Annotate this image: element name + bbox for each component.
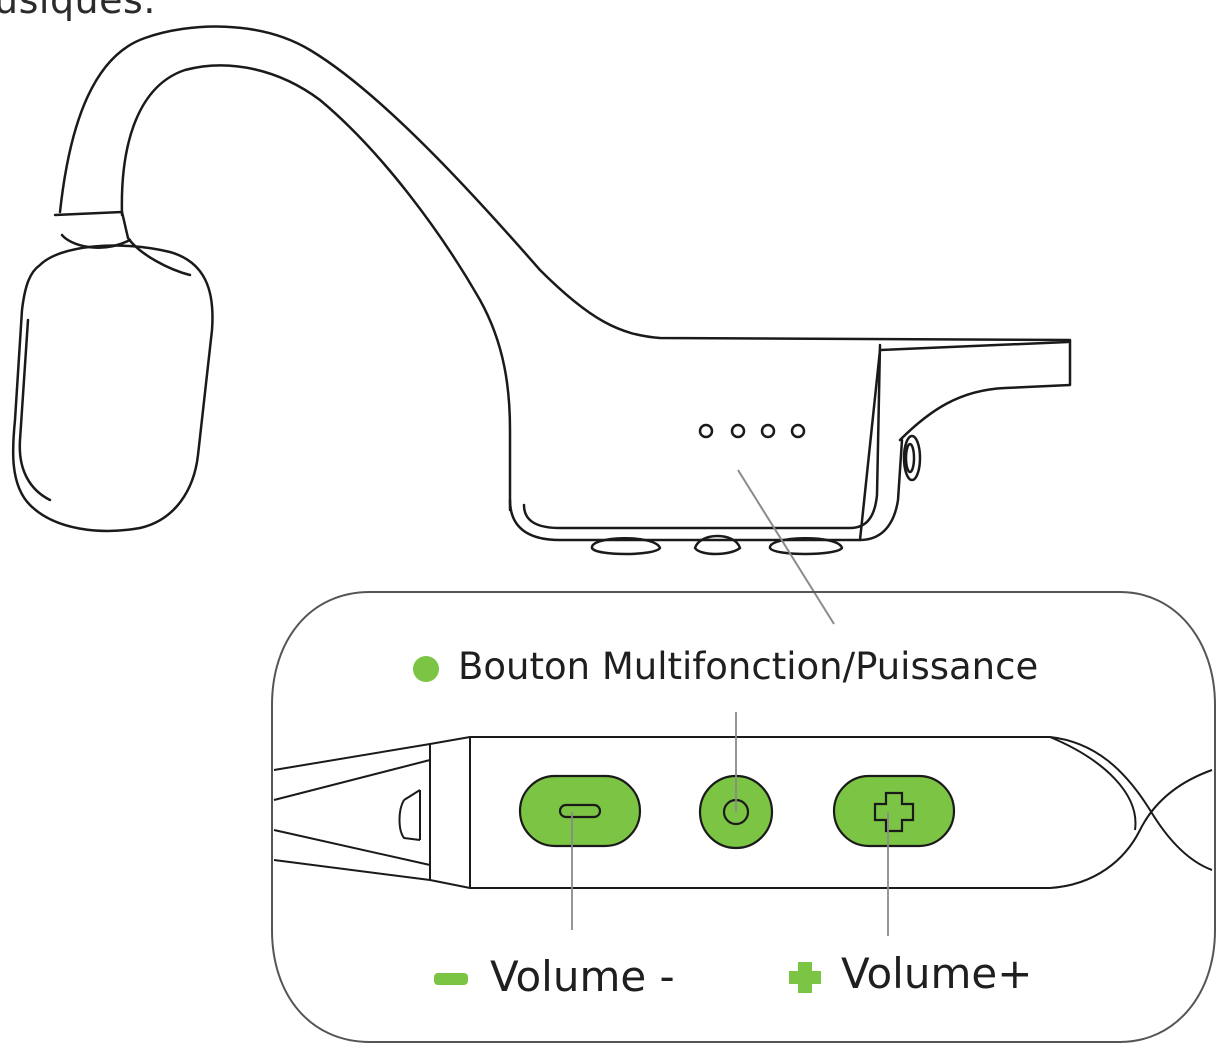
- volume-plus-label: Volume+: [841, 949, 1033, 998]
- volume-plus-button: [832, 774, 956, 848]
- headband-inner: [120, 64, 512, 512]
- multifunction-dot-icon: [413, 656, 439, 682]
- cropped-heading-text: usiques.: [0, 0, 156, 22]
- multifunction-label: Bouton Multifonction/Puissance: [458, 645, 1039, 688]
- zoom-panel: [271, 591, 1216, 1043]
- volume-minus-button: [518, 774, 642, 848]
- minus-icon: [434, 973, 468, 985]
- left-joint: [53, 210, 192, 277]
- right-body: [508, 438, 904, 542]
- plus-icon: [789, 962, 821, 993]
- headband-outer: [58, 25, 1072, 442]
- volume-minus-label: Volume -: [490, 952, 675, 1001]
- left-speaker-pad: [11, 244, 214, 533]
